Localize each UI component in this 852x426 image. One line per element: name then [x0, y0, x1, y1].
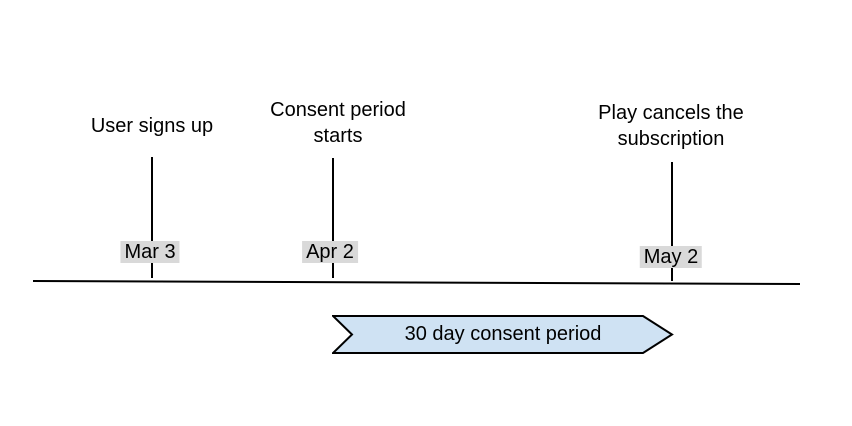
event-label-consent-period-starts: Consent period starts	[270, 99, 406, 147]
date-chip-mar-3: Mar 3	[120, 241, 180, 263]
consent-period-banner-label: 30 day consent period	[404, 323, 602, 345]
event-label-user-signs-up: User signs up	[90, 115, 214, 137]
event-tick-line-mar-3	[151, 157, 153, 278]
event-label-play-cancels-subscription: Play cancels the subscription	[598, 102, 744, 150]
timeline-axis-line	[33, 280, 801, 285]
event-tick-line-apr-2	[332, 158, 334, 278]
consent-period-chevron-shape	[332, 315, 674, 354]
event-tick-line-may-2	[671, 162, 673, 281]
date-chip-may-2: May 2	[639, 246, 703, 268]
date-chip-apr-2: Apr 2	[302, 241, 358, 263]
